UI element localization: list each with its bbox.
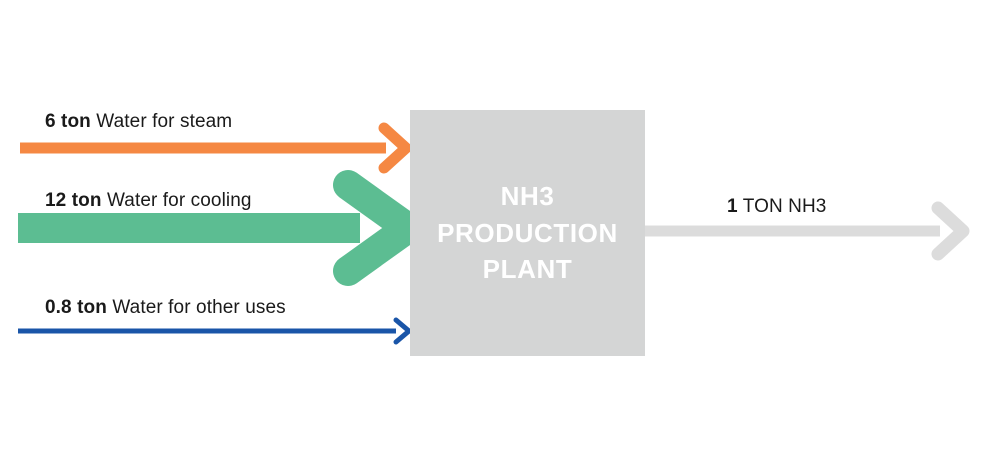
nh3-production-plant-box: NH3 PRODUCTION PLANT xyxy=(410,110,645,356)
label-steam-amount: 6 ton xyxy=(45,111,91,132)
label-output-amount: 1 xyxy=(727,196,738,217)
plant-label-line-1: NH3 xyxy=(500,180,555,211)
plant-label-line-3: PLANT xyxy=(482,254,573,285)
arrow-water-for-other-uses xyxy=(18,317,412,345)
plant-label-line-2: PRODUCTION xyxy=(437,217,618,248)
arrow-water-for-steam xyxy=(20,122,412,174)
label-water-for-cooling: 12 ton Water for cooling xyxy=(45,190,252,212)
label-output-description: TON NH3 xyxy=(742,196,827,217)
arrow-cooling-head xyxy=(333,170,423,286)
arrow-water-for-cooling xyxy=(18,170,423,286)
label-cooling-description: Water for cooling xyxy=(106,190,252,211)
arrow-other-head xyxy=(393,317,412,345)
arrow-output-head xyxy=(931,201,970,261)
label-water-for-steam: 6 ton Water for steam xyxy=(45,111,232,133)
label-cooling-amount: 12 ton xyxy=(45,190,102,211)
arrow-output-nh3 xyxy=(645,201,970,261)
label-other-amount: 0.8 ton xyxy=(45,297,107,318)
label-other-description: Water for other uses xyxy=(112,297,286,318)
arrow-steam-head xyxy=(378,122,412,174)
label-water-for-other-uses: 0.8 ton Water for other uses xyxy=(45,297,286,319)
label-steam-description: Water for steam xyxy=(96,111,233,132)
label-output-nh3: 1 TON NH3 xyxy=(727,196,826,218)
